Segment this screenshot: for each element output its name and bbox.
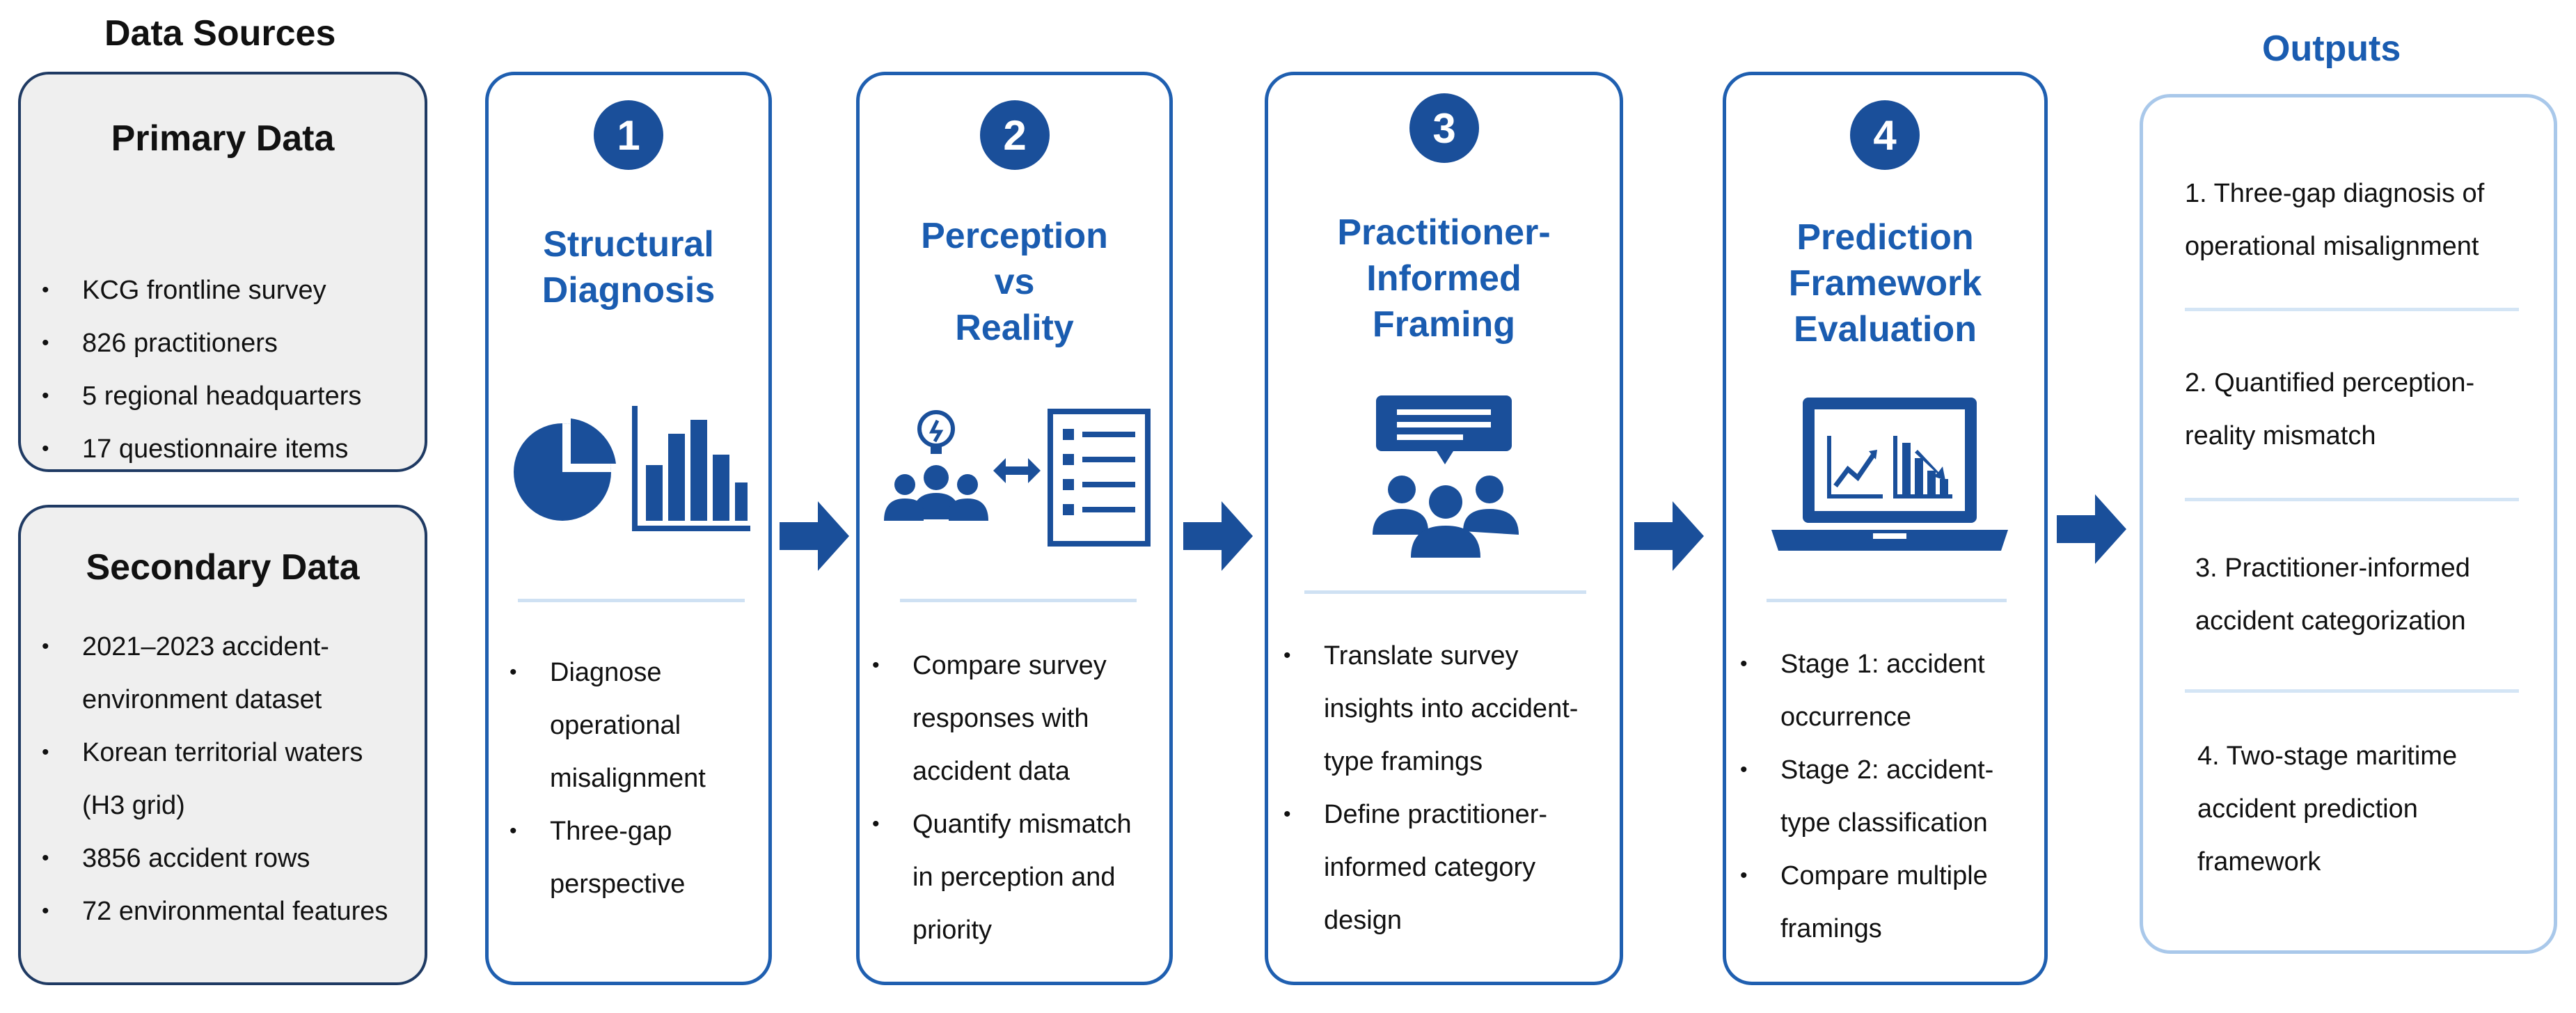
list-item: Translate survey [1283,629,1578,682]
primary-data-box: Primary Data KCG frontline survey 826 pr… [18,72,427,476]
laptop-analytics-icon [1771,398,2008,551]
stage-number-badge: 3 [1409,93,1479,163]
list-item: Define practitioner- [1283,788,1578,841]
list-item: KCG frontline survey [21,264,425,317]
flow-arrow-icon [1183,501,1253,571]
stage-bullets: Compare survey responses with accident d… [872,639,1132,957]
list-item: 3856 accident rows [21,832,425,885]
team-speech-icon [1373,395,1519,558]
secondary-data-list: 2021–2023 accident- environment dataset … [21,620,425,938]
list-item-continuation: design [1324,906,1402,935]
secondary-data-title: Secondary Data [86,547,360,588]
data-sources-title: Data Sources [104,13,336,54]
list-item-continuation: type classification [1780,808,1988,838]
list-item-continuation: operational [550,711,681,740]
list-item-continuation: misalignment [550,764,706,793]
list-item: Diagnose [509,646,706,699]
list-item-continuation: accident data [912,757,1070,786]
list-item-continuation: type framings [1324,747,1483,776]
flow-arrow-icon [780,501,849,571]
stage-number-badge: 4 [1850,100,1920,170]
list-item: Three-gap [509,805,706,858]
flow-arrow-icon [1634,501,1704,571]
divider [2185,308,2519,311]
flow-arrow-icon [2057,494,2126,564]
output-item: 2. Quantified perception-reality mismatc… [2185,368,2475,450]
list-item-continuation: occurrence [1780,702,1911,732]
divider [518,599,745,602]
list-item-continuation: (H3 grid) [82,791,185,820]
divider [900,599,1137,602]
list-item: Korean territorial waters [21,726,425,779]
stage-number-badge: 2 [980,100,1050,170]
list-item: Compare survey [872,639,1132,692]
list-item-continuation: in perception and [912,863,1116,892]
pie-bar-chart-icon [514,406,750,531]
list-item: 5 regional headquarters [21,370,425,423]
stage-number-badge: 1 [594,100,663,170]
primary-data-list: KCG frontline survey 826 practitioners 5… [21,264,425,476]
stage-bullets: Stage 1: accident occurrence Stage 2: ac… [1740,638,1993,955]
list-item-continuation: perspective [550,870,686,899]
divider [2185,689,2519,693]
list-item-continuation: priority [912,916,993,945]
list-item: Compare multiple [1740,849,1993,902]
secondary-data-box: Secondary Data 2021–2023 accident- envir… [18,505,427,985]
stage-bullets: Translate survey insights into accident-… [1283,629,1578,947]
divider [1304,590,1586,594]
list-item: Quantify mismatch [872,798,1132,851]
list-item-continuation: framings [1780,914,1882,943]
list-item-continuation: responses with [912,704,1089,733]
list-item-continuation: insights into accident- [1324,694,1579,723]
list-item: 2021–2023 accident- [21,620,425,673]
list-item: Stage 2: accident- [1740,744,1993,796]
divider [1767,599,2007,602]
team-checklist-icon [884,409,1151,547]
list-item: 826 practitioners [21,317,425,370]
list-item: 17 questionnaire items [21,423,425,476]
divider [2185,498,2519,501]
list-item-continuation: informed category [1324,853,1536,882]
list-item: Stage 1: accident [1740,638,1993,691]
primary-data-title: Primary Data [111,118,335,159]
list-item: 72 environmental features [21,885,425,938]
list-item-continuation: environment dataset [82,685,322,714]
outputs-title: Outputs [2262,29,2401,69]
stage-bullets: Diagnose operational misalignment Three-… [509,646,706,911]
